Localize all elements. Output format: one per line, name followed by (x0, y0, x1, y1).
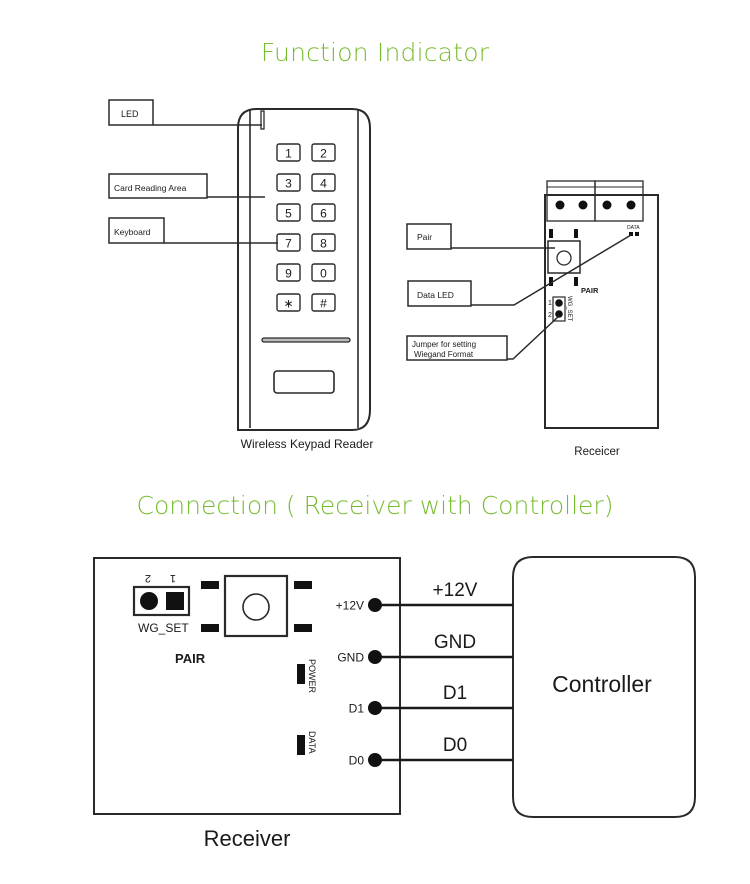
callout-card-area-box (108, 173, 208, 199)
data-led-label-bottom: DATA (307, 731, 317, 754)
jumper-pin-1-bottom: 1 (170, 572, 176, 584)
key-label: 9 (285, 267, 292, 281)
wire-label: GND (434, 632, 476, 653)
pair-button-bottom (223, 574, 289, 638)
receiver-caption-bottom: Receiver (204, 826, 291, 851)
callout-jumper-label-1: Jumper for setting (412, 340, 476, 349)
key-2 (276, 173, 301, 192)
wire-label: D0 (443, 735, 467, 756)
keypad-reader: 1 2 3 4 5 6 7 8 9 0 ∗ # (237, 108, 371, 431)
key-label: ∗ (283, 297, 293, 311)
key-label: # (320, 297, 327, 311)
receiver-outline (544, 194, 659, 429)
terminal-label: +12V (336, 599, 364, 613)
callout-pair-box (406, 223, 452, 250)
receiver-board-top (544, 180, 659, 429)
callout-card-area-label: Card Reading Area (114, 183, 187, 193)
keypad-caption: Wireless Keypad Reader (241, 437, 374, 451)
terminal-dot (368, 598, 382, 612)
key-8 (276, 263, 301, 282)
data-led-icon (629, 232, 633, 236)
terminal-screw (602, 200, 612, 210)
key-3 (311, 173, 336, 192)
key-11 (311, 293, 336, 312)
wire-label: D1 (443, 683, 467, 704)
callout-data-led-box (407, 280, 472, 307)
key-label: 3 (285, 177, 292, 191)
callout-jumper-box (406, 335, 508, 361)
terminal-label: D0 (349, 754, 365, 768)
wire-label: +12V (433, 580, 478, 601)
power-led-icon (297, 664, 305, 684)
key-4 (276, 203, 301, 222)
controller-box (512, 556, 696, 818)
key-label: 8 (320, 237, 327, 251)
controller-label: Controller (552, 671, 652, 697)
jumper-wg-set (552, 296, 566, 322)
keypad-body (237, 108, 371, 431)
callout-led-box (108, 99, 154, 126)
receiver-board-bottom (93, 557, 401, 815)
connection-title: Connection ( Receiver with Controller) (136, 491, 614, 520)
jumper-pin-2-bottom: 2 (145, 572, 151, 584)
receiver-caption-top: Receicer (574, 446, 620, 458)
callout-keyboard-label: Keyboard (114, 227, 151, 237)
terminal-dot (368, 650, 382, 664)
key-0 (276, 143, 301, 162)
pair-button-circle (556, 250, 572, 266)
terminal-dot (368, 701, 382, 715)
function-indicator-title: Function Indicator (260, 38, 490, 67)
callout-jumper-label-2: Wiegand Format (414, 350, 474, 359)
key-label: 7 (285, 237, 292, 251)
jumper-label: WG_SET (566, 296, 572, 322)
key-label: 2 (320, 147, 327, 161)
key-1 (311, 143, 336, 162)
card-reading-window (273, 370, 335, 394)
callout-data-led-label: Data LED (417, 290, 454, 300)
jumper-wg-set-bottom (132, 585, 191, 617)
pair-button (547, 240, 581, 274)
key-5 (311, 203, 336, 222)
callout-pair-label: Pair (417, 232, 432, 242)
data-led-label: DATA (627, 225, 640, 231)
keypad-keys: 1 2 3 4 5 6 7 8 9 0 ∗ # (276, 143, 336, 312)
terminal-screw (555, 200, 565, 210)
key-label: 0 (320, 267, 327, 281)
jumper-pin-1: 1 (548, 300, 552, 307)
terminal-screw (578, 200, 588, 210)
data-led-icon-bottom (297, 735, 305, 755)
terminal-block-right (594, 180, 644, 222)
terminal-label: GND (337, 651, 364, 665)
jumper-pin-2: 2 (548, 312, 552, 319)
key-label: 4 (320, 177, 327, 191)
terminal-dot (368, 753, 382, 767)
card-slot (261, 337, 351, 343)
jumper-label-bottom: WG_SET (138, 621, 189, 635)
led-icon (260, 110, 265, 130)
key-9 (311, 263, 336, 282)
receiver-outline-bottom (93, 557, 401, 815)
callout-led-label: LED (121, 109, 139, 119)
terminal-screw (626, 200, 636, 210)
key-label: 6 (320, 207, 327, 221)
power-led-label: POWER (307, 659, 317, 694)
pair-label-bottom: PAIR (175, 651, 206, 666)
pair-label: PAIR (581, 286, 599, 295)
key-10 (276, 293, 301, 312)
terminal-label: D1 (349, 702, 365, 716)
key-label: 1 (285, 147, 292, 161)
key-label: 5 (285, 207, 292, 221)
callout-keyboard-box (108, 217, 165, 244)
key-7 (311, 233, 336, 252)
